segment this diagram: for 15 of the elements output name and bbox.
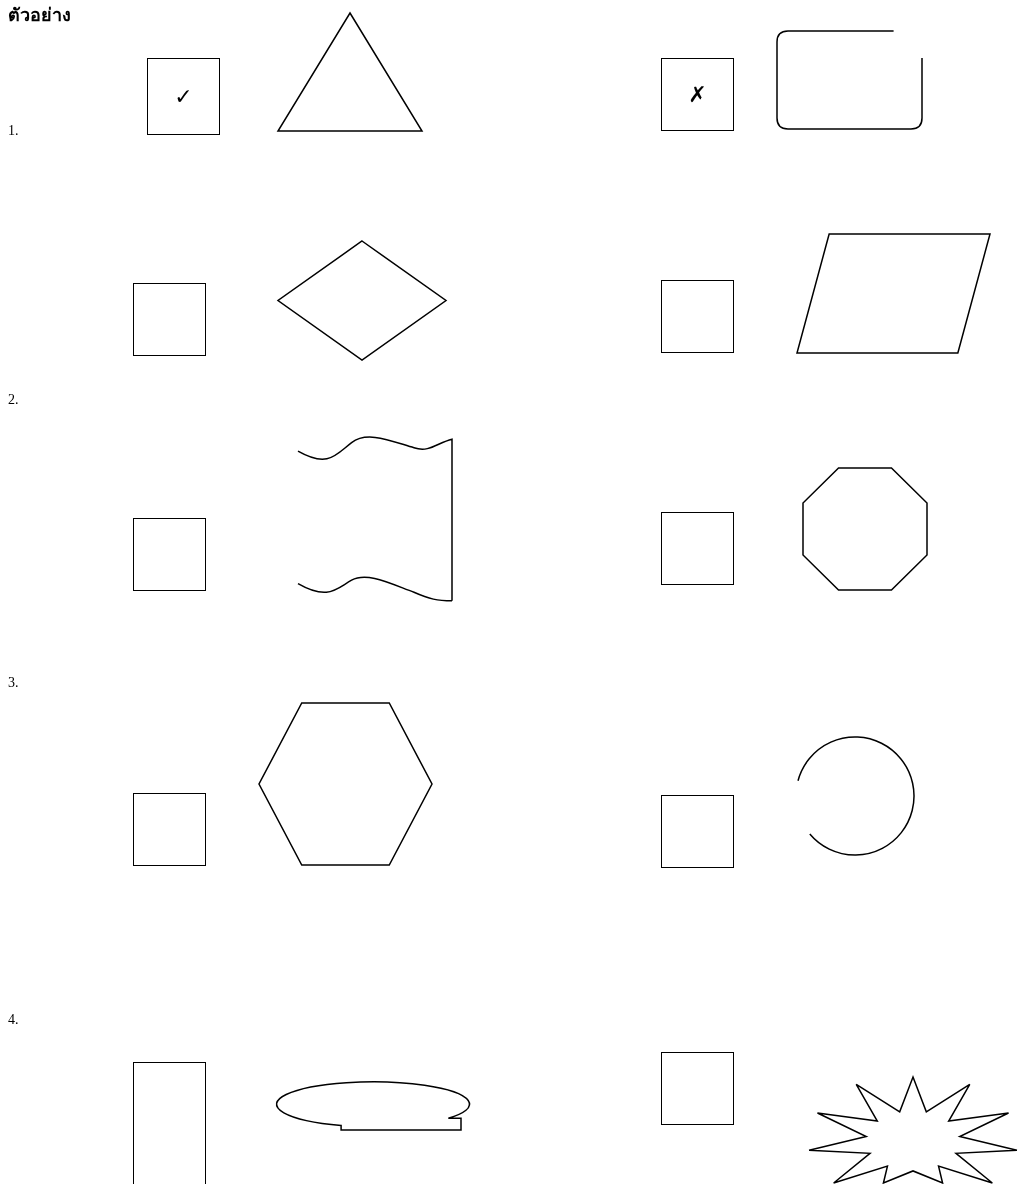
checkbox [661,280,734,353]
checkbox [661,512,734,585]
checkbox [661,1052,734,1125]
checkbox [661,795,734,868]
question-number: 1. [8,123,19,139]
question-number: 2. [8,392,19,408]
checkbox: ✓ [147,58,220,135]
checkbox [133,283,206,356]
checkbox [133,1062,206,1184]
question-number: 3. [8,675,19,691]
checkbox [133,793,206,866]
heading: ตัวอย่าง [8,4,71,27]
checkbox: ✗ [661,58,734,131]
checkbox [133,518,206,591]
question-number: 4. [8,1012,19,1028]
